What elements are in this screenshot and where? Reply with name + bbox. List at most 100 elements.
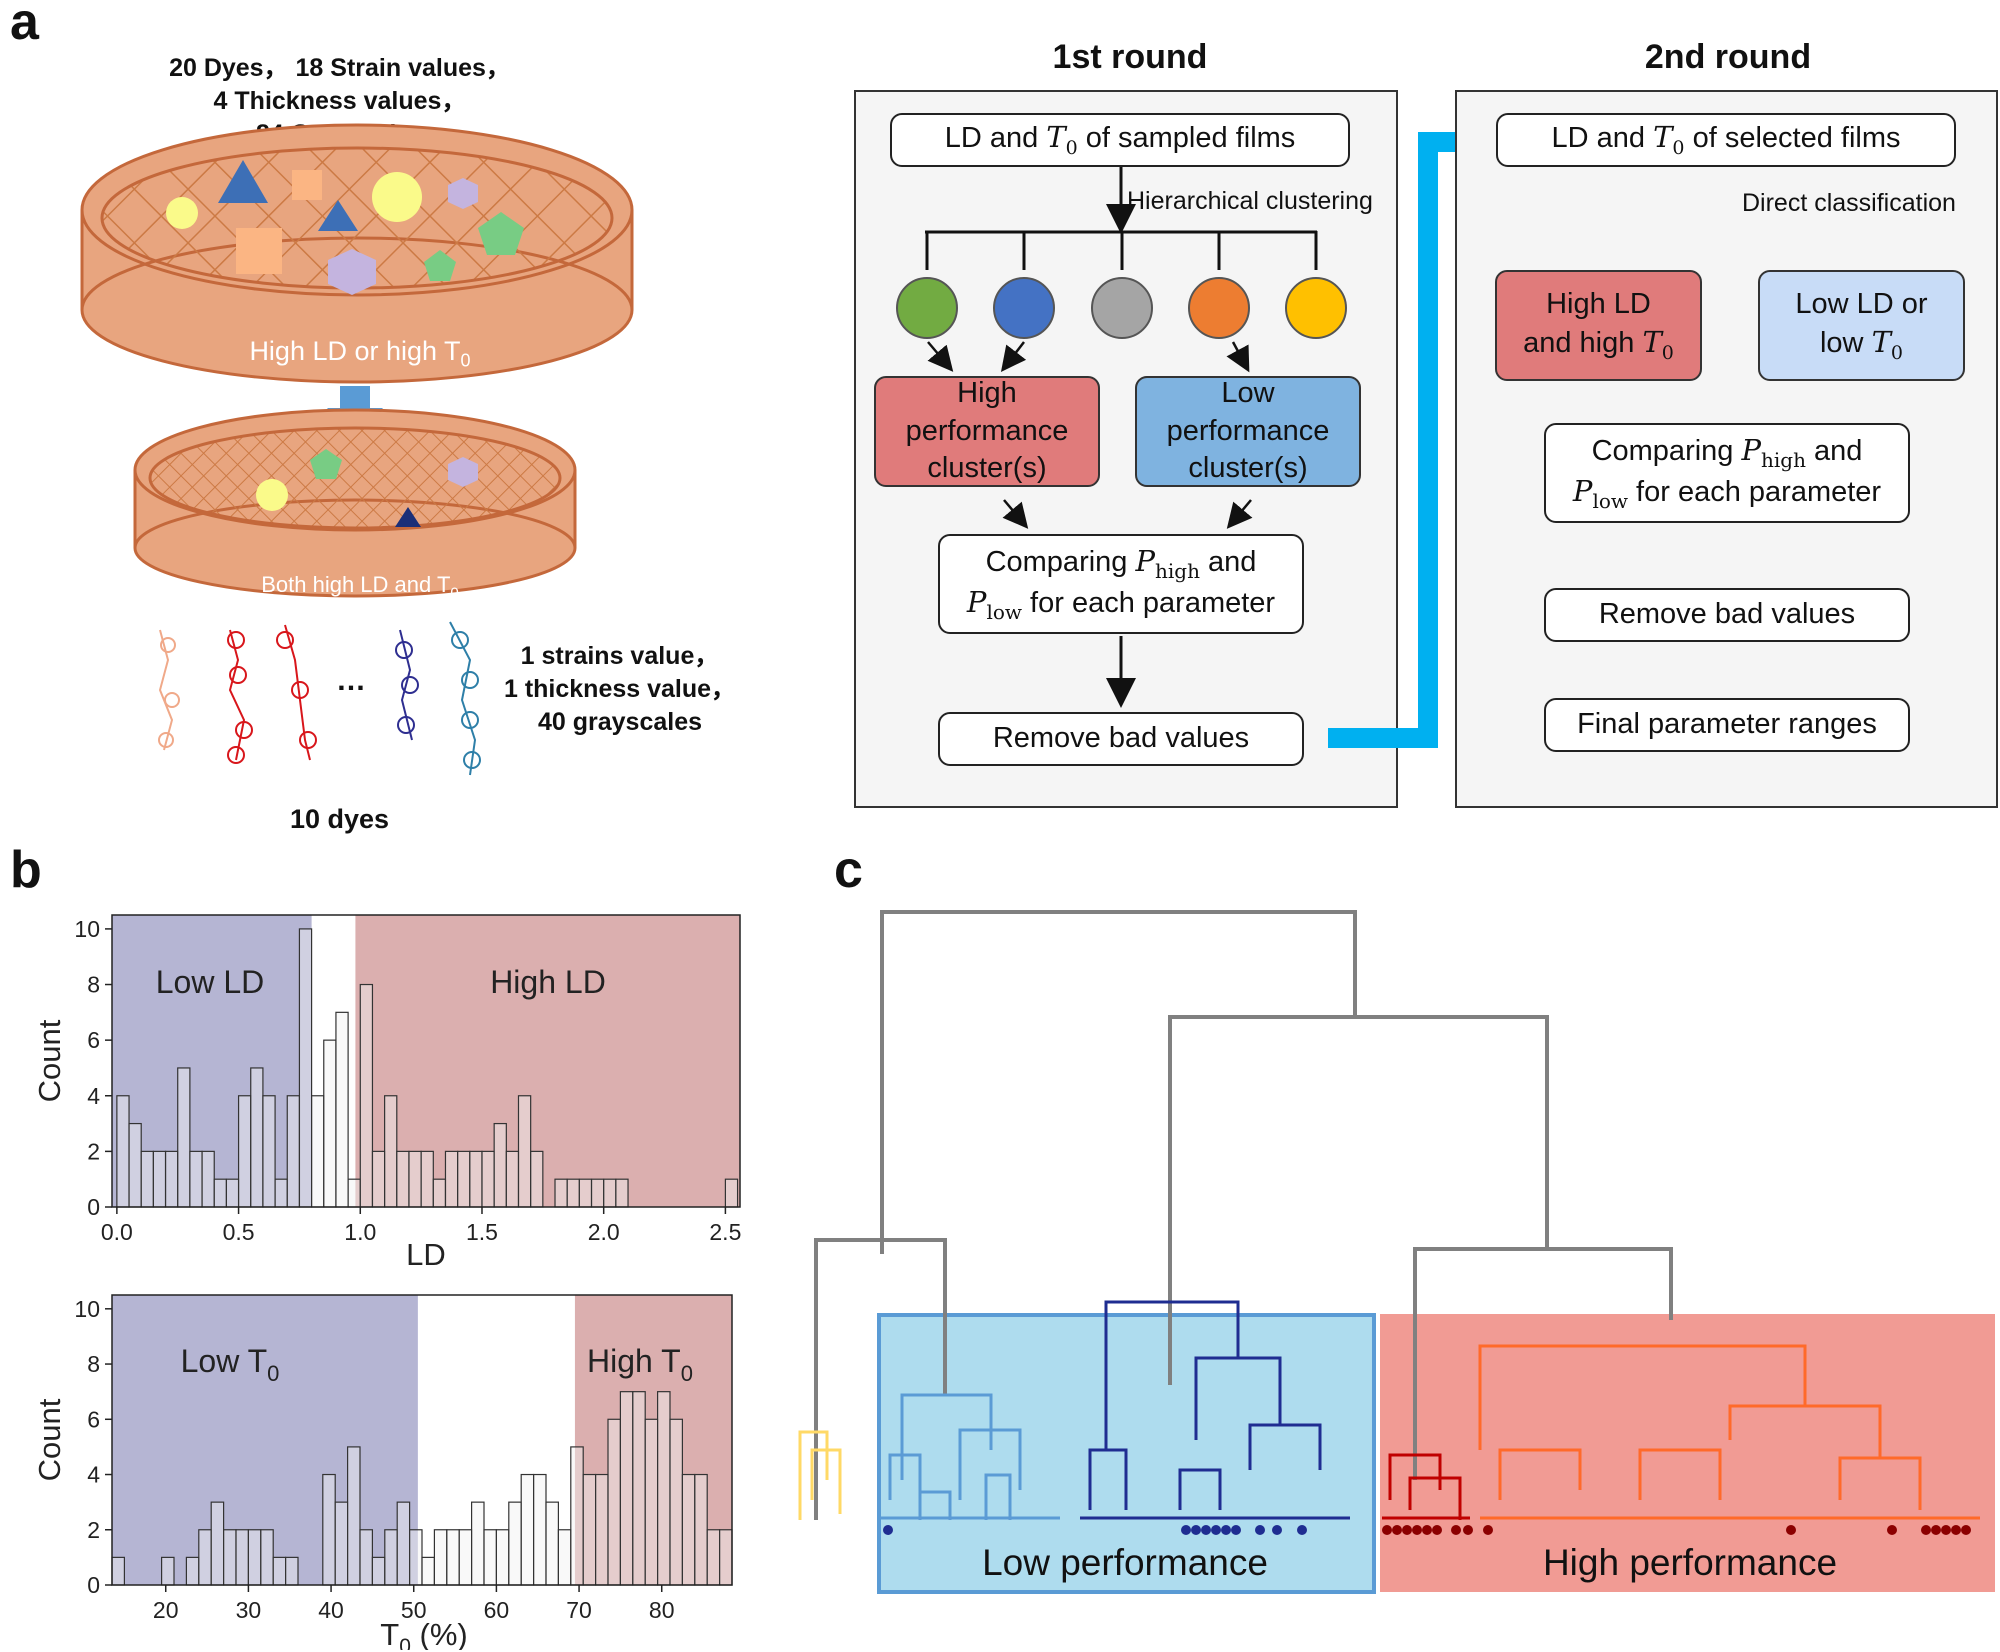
y-tick-label: 4 xyxy=(87,1462,100,1488)
round1-compare-box: Comparing Phigh and Plow for each parame… xyxy=(938,534,1304,634)
shaded-region xyxy=(112,1295,418,1585)
histogram-bar xyxy=(359,1529,373,1586)
histogram-bar xyxy=(554,1178,568,1208)
round1-remove-box: Remove bad values xyxy=(938,712,1304,766)
histogram-bar xyxy=(520,1473,535,1586)
histogram-bar xyxy=(656,1391,671,1586)
r1-compare-line2: for each parameter xyxy=(1022,587,1276,619)
final-ranges-box: Final parameter ranges xyxy=(1544,698,1910,752)
histogram-bar xyxy=(644,1418,659,1586)
histogram-bar xyxy=(493,1122,507,1208)
high-performance-cluster-box: High performance cluster(s) xyxy=(874,376,1100,487)
histogram-bar xyxy=(433,1529,448,1586)
high-ld-region-label: High LD xyxy=(490,964,606,1000)
r1-compare-high: high xyxy=(1155,559,1200,583)
panel-a-letter: a xyxy=(10,0,39,51)
histogram-bar xyxy=(298,928,313,1208)
y-tick-label: 8 xyxy=(87,972,100,998)
y-tick-label: 2 xyxy=(87,1517,100,1543)
high-ld-high-t0-box: High LD and high T0 xyxy=(1495,270,1702,381)
dyes-count-label: 10 dyes xyxy=(290,804,390,834)
dendrogram xyxy=(798,910,1995,1594)
histogram-bar xyxy=(347,1178,361,1208)
result-caption-line: 1 thickness value， xyxy=(503,675,737,703)
round2-title: 2nd round xyxy=(1644,38,1812,76)
high-performance-label: High performance xyxy=(1542,1542,1838,1583)
high-cluster-line: cluster(s) xyxy=(927,452,1047,485)
round2-compare-box: Comparing Phigh and Plow for each parame… xyxy=(1544,423,1910,523)
histogram-bar xyxy=(505,1150,520,1208)
x-axis-label: LD xyxy=(406,1237,446,1270)
histogram-bar xyxy=(396,1501,411,1586)
r2-top-var: T xyxy=(1653,120,1673,155)
r2-high-line1: High LD xyxy=(1546,287,1651,320)
r1-top-var: T xyxy=(1046,120,1066,155)
histogram-bar xyxy=(286,1095,301,1208)
sieve1-label: High LD or high T0 xyxy=(180,336,540,371)
low-t0-region-label: Low T0 xyxy=(181,1343,280,1386)
r1-compare-p2: P xyxy=(966,585,987,619)
sieve-caption-line: 20 Dyes， 18 Strain values， xyxy=(169,54,511,82)
histogram-bar xyxy=(225,1178,240,1208)
round1-input-box: LD and T0 of sampled films xyxy=(890,113,1350,167)
histogram-bar xyxy=(590,1178,605,1208)
sieve2-label-text: Both high LD and T xyxy=(261,572,451,597)
r2-low-sub: 0 xyxy=(1890,341,1903,364)
r1-top-pre: LD and xyxy=(944,122,1047,155)
histogram-bar xyxy=(508,1501,522,1586)
histogram-bar xyxy=(566,1178,580,1208)
shaded-region xyxy=(112,915,312,1207)
cluster-circle xyxy=(993,277,1055,339)
histogram-bar xyxy=(615,1178,629,1208)
histogram-bar xyxy=(210,1501,225,1586)
round2-input-box: LD and T0 of selected films xyxy=(1496,113,1956,167)
high-performance-region xyxy=(1380,1314,1995,1592)
x-tick-label: 0.5 xyxy=(223,1219,255,1245)
histogram-bar xyxy=(446,1529,460,1586)
y-tick-label: 4 xyxy=(87,1083,100,1109)
r2-compare-p: P xyxy=(1741,433,1761,468)
r2-low-line1: Low LD or xyxy=(1795,287,1928,320)
histogram-bar xyxy=(420,1150,434,1208)
histogram-bar xyxy=(619,1391,634,1586)
histogram-bar xyxy=(469,1150,483,1208)
histogram-bar xyxy=(189,1150,203,1208)
x-axis-label: T0 (%) xyxy=(380,1617,467,1650)
r1-compare-low: low xyxy=(986,599,1022,624)
histogram-bar xyxy=(161,1556,175,1586)
histogram-bar xyxy=(483,1529,497,1586)
histogram-bar xyxy=(198,1529,212,1586)
sieve1-label-text: High LD or high T xyxy=(249,336,461,366)
histogram-bar xyxy=(111,1556,125,1586)
small-sieve xyxy=(133,408,577,598)
r2-low-var: T xyxy=(1871,324,1891,359)
histogram-bar xyxy=(557,1529,572,1586)
r2-compare-p2: P xyxy=(1572,474,1593,508)
histogram-bar xyxy=(274,1178,288,1208)
x-tick-label: 1.5 xyxy=(466,1219,498,1245)
x-tick-label: 0.0 xyxy=(101,1219,133,1245)
result-caption-line: 40 grayscales xyxy=(537,708,703,736)
dye-shapes-large xyxy=(166,160,524,295)
low-performance-label: Low performance xyxy=(982,1542,1268,1583)
x-tick-label: 40 xyxy=(318,1597,344,1623)
histogram-bar xyxy=(359,983,374,1208)
low-ld-low-t0-box: Low LD or low T0 xyxy=(1758,270,1965,381)
histogram-bar xyxy=(706,1529,721,1586)
r2-compare-line2: for each parameter xyxy=(1628,476,1882,508)
r1-compare-post: and xyxy=(1199,546,1257,579)
histogram-bar xyxy=(164,1150,179,1208)
cluster-circle xyxy=(1285,277,1347,339)
sieve-caption-line: 4 Thickness values， xyxy=(213,87,467,115)
round1-title: 1st round xyxy=(1052,38,1208,76)
panel-b-letter: b xyxy=(10,841,42,899)
histogram-bar xyxy=(409,1529,423,1586)
yellow-cluster xyxy=(798,1430,842,1520)
y-tick-label: 0 xyxy=(87,1572,100,1598)
r1-compare-pre: Comparing xyxy=(985,546,1136,579)
sieve2-label-sub: 0 xyxy=(450,584,459,602)
histogram-bar xyxy=(250,1067,264,1208)
histogram-bar xyxy=(718,1529,733,1586)
histogram-bar xyxy=(262,1095,276,1208)
y-tick-label: 2 xyxy=(87,1138,100,1164)
